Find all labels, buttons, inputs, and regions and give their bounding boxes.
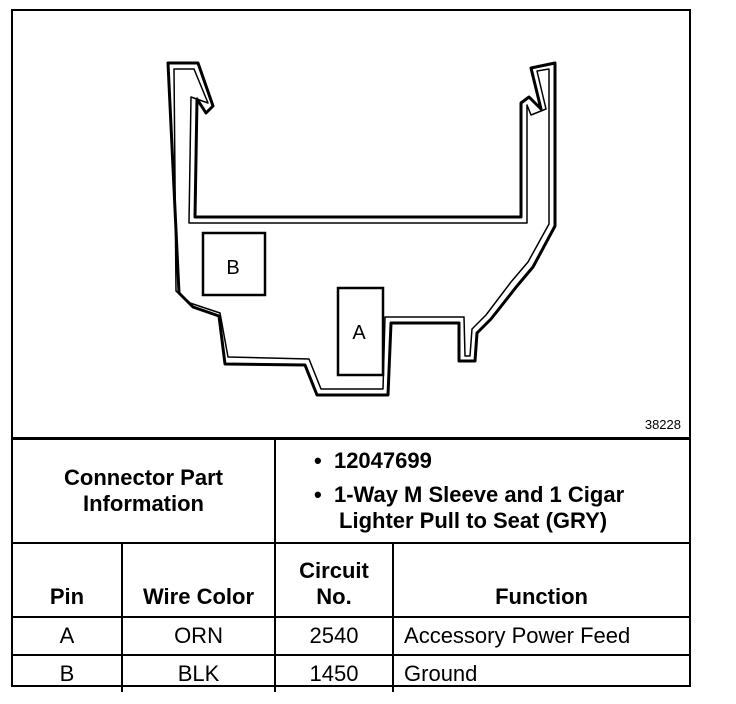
cell-circuit: 1450 (274, 654, 395, 692)
connector-info-frame: B A 38228 Connector Part Information • 1… (11, 9, 691, 692)
cell-function: Accessory Power Feed (392, 616, 690, 656)
pin-b-cavity (201, 231, 267, 297)
cell-pin: B (13, 654, 123, 692)
part-number: 12047699 (333, 448, 432, 473)
cell-wire-color: BLK (120, 654, 277, 692)
figure-number: 38228 (644, 417, 681, 432)
section-divider (13, 437, 689, 440)
cell-function: Ground (392, 654, 690, 692)
header-function: Function (392, 542, 690, 618)
pin-b-label: B (226, 257, 239, 279)
table-row: A ORN 2540 Accessory Power Feed (13, 616, 690, 656)
header-wire-color: Wire Color (120, 542, 277, 618)
connector-outline-drawing: B A (166, 61, 557, 397)
cell-circuit: 2540 (274, 616, 395, 656)
table-row: B BLK 1450 Ground (13, 654, 690, 692)
header-circuit: Circuit No. (274, 542, 395, 618)
header-circuit-text: Circuit No. (299, 558, 369, 609)
part-info-label: Connector Part Information (13, 440, 277, 544)
part-description-bullet: • 1-Way M Sleeve and 1 Cigar Lighter Pul… (314, 482, 625, 533)
header-pin: Pin (13, 542, 123, 618)
part-number-bullet: • 12047699 (314, 448, 432, 473)
connector-body-inner-outline (173, 68, 550, 390)
header-row: Pin Wire Color Circuit No. Function (13, 542, 690, 618)
pin-a-label: A (352, 322, 366, 344)
cell-pin: A (13, 616, 123, 656)
part-description: 1-Way M Sleeve and 1 Cigar Lighter Pull … (333, 482, 625, 533)
connector-body-outline (166, 61, 557, 397)
connector-diagram: B A 38228 (13, 11, 689, 437)
part-info-bullets: • 12047699 • 1-Way M Sleeve and 1 Cigar … (274, 440, 690, 544)
connector-info-table: Connector Part Information • 12047699 • … (13, 440, 690, 692)
cell-wire-color: ORN (120, 616, 277, 656)
part-info-row: Connector Part Information • 12047699 • … (13, 440, 690, 544)
pin-a-cavity (336, 286, 385, 377)
